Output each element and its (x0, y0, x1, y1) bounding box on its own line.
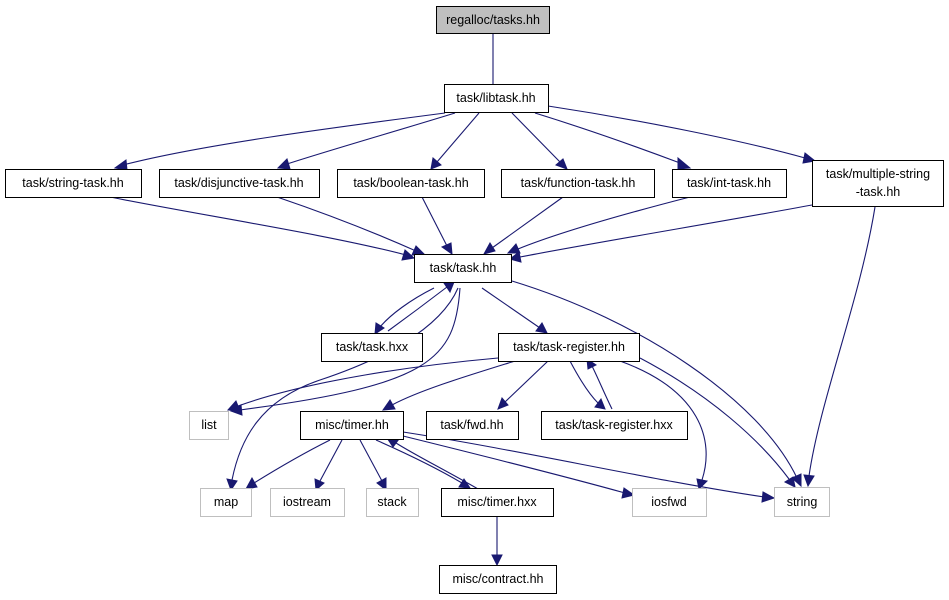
edge-libtask-to-string-task (113, 112, 446, 171)
edge-int-task-to-task-hh (506, 196, 691, 254)
edge-task-hh-to-string (511, 280, 802, 488)
node-label: misc/timer.hh (315, 418, 389, 432)
edge-libtask-to-boolean-task (430, 112, 480, 170)
edge-task-hh-to-task-register (481, 287, 548, 334)
node-int-task[interactable]: task/int-task.hh (672, 169, 787, 198)
edge-task-register-to-timer (381, 360, 516, 411)
edge-timer-to-iosfwd (402, 435, 636, 499)
node-label: list (201, 418, 217, 432)
node-libtask[interactable]: task/libtask.hh (444, 84, 549, 113)
node-contract[interactable]: misc/contract.hh (439, 565, 557, 594)
node-stack[interactable]: stack (366, 488, 419, 517)
node-iosfwd[interactable]: iosfwd (632, 488, 707, 517)
node-label: task/boolean-task.hh (353, 176, 468, 190)
node-function-task[interactable]: task/function-task.hh (501, 169, 655, 198)
edge-task-register-to-list (226, 357, 499, 412)
node-iostream[interactable]: iostream (270, 488, 345, 517)
node-label: map (214, 495, 238, 509)
node-label: task/function-task.hh (521, 176, 636, 190)
node-regalloc-tasks[interactable]: regalloc/tasks.hh (436, 6, 550, 34)
edge-timer-hxx-to-timer (386, 437, 479, 490)
node-disjunctive-task[interactable]: task/disjunctive-task.hh (159, 169, 320, 198)
node-task-register-hxx[interactable]: task/task-register.hxx (541, 411, 688, 440)
node-task-hh[interactable]: task/task.hh (414, 254, 512, 283)
node-label: task/int-task.hh (687, 176, 771, 190)
edge-libtask-to-multiple-string-task (547, 105, 817, 164)
edge-timer-to-stack (359, 439, 387, 492)
edge-multiple-string-task-to-task-hh (508, 204, 813, 263)
node-timer-hxx[interactable]: misc/timer.hxx (441, 488, 554, 517)
node-label: misc/timer.hxx (457, 495, 537, 509)
node-label: task/libtask.hh (456, 91, 535, 105)
node-multiple-string-task[interactable]: task/multiple-string -task.hh (812, 160, 944, 207)
node-label: task/task-register.hxx (555, 418, 673, 432)
edge-task-hxx-to-task-hh (387, 281, 455, 332)
node-label-line2: -task.hh (856, 185, 901, 199)
edge-task-register-to-string (639, 357, 796, 488)
node-label: misc/contract.hh (452, 572, 543, 586)
edge-libtask-to-function-task (511, 112, 568, 170)
edge-timer-to-iostream (314, 439, 343, 492)
edge-disjunctive-task-to-task-hh (276, 196, 427, 256)
node-label: task/task-register.hh (513, 340, 625, 354)
edge-libtask-to-disjunctive-task (276, 112, 456, 170)
node-task-hxx[interactable]: task/task.hxx (321, 333, 423, 362)
edge-timer-to-timer-hxx (375, 439, 471, 489)
node-label: stack (377, 495, 407, 509)
node-label: task/disjunctive-task.hh (174, 176, 303, 190)
node-label: string (787, 495, 818, 509)
node-task-register[interactable]: task/task-register.hh (498, 333, 640, 362)
edge-boolean-task-to-task-hh (421, 196, 453, 256)
edge-string-task-to-task-hh (109, 196, 416, 261)
node-label: task/string-task.hh (22, 176, 123, 190)
node-label: task/fwd.hh (440, 418, 503, 432)
node-string-task[interactable]: task/string-task.hh (5, 169, 142, 198)
edge-libtask-to-int-task (534, 112, 692, 170)
edge-task-register-to-task-register-hxx (569, 360, 606, 410)
node-label-line1: task/multiple-string (826, 167, 930, 181)
edge-task-register-to-fwd (497, 360, 549, 410)
edge-timer-hxx-to-contract (491, 516, 503, 567)
node-string[interactable]: string (774, 487, 830, 517)
edge-function-task-to-task-hh (482, 196, 564, 255)
node-label: iosfwd (651, 495, 686, 509)
node-label: task/task.hxx (336, 340, 409, 354)
edge-multiple-string-task-to-string (803, 206, 876, 488)
node-map[interactable]: map (200, 488, 252, 517)
node-timer-hh[interactable]: misc/timer.hh (300, 411, 404, 440)
edge-task-hh-to-map (226, 287, 459, 492)
node-label: iostream (283, 495, 331, 509)
node-label: task/task.hh (430, 261, 497, 275)
node-boolean-task[interactable]: task/boolean-task.hh (337, 169, 485, 198)
node-fwd-hh[interactable]: task/fwd.hh (426, 411, 519, 440)
node-label: regalloc/tasks.hh (446, 13, 540, 27)
edge-task-hh-to-task-hxx (374, 287, 435, 335)
node-list[interactable]: list (189, 411, 229, 440)
